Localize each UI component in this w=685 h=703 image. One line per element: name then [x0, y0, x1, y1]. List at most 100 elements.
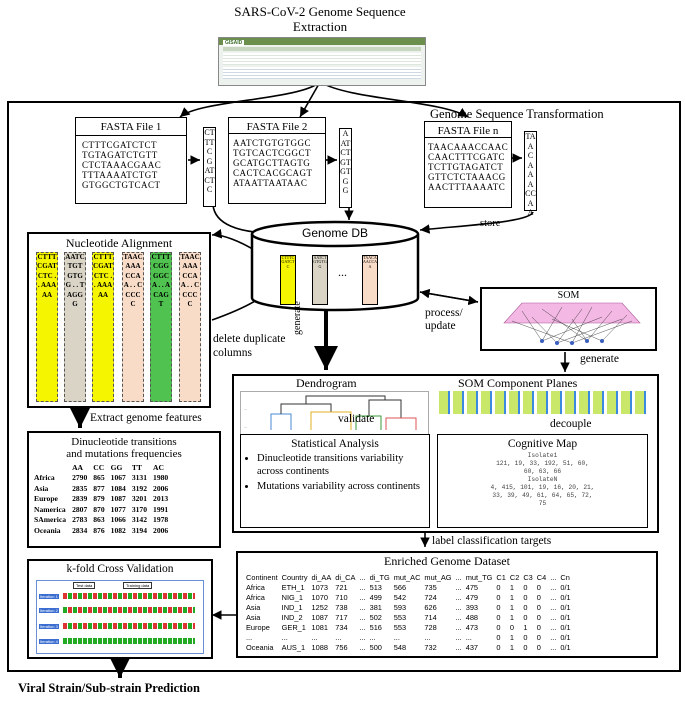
arrow-to-file2: [299, 81, 321, 118]
seq-line: TGTCACTCGGCT: [233, 148, 311, 158]
generate-vertical-label: generate: [292, 301, 303, 335]
gisaid-screenshot: GISAID: [218, 37, 426, 86]
db-column-2: AATCTGTGTGG: [312, 255, 328, 305]
process-label-line2: update: [425, 320, 456, 332]
seq-line: AACTTTAAAATC: [428, 182, 506, 192]
seq-line: GTGGCTGTCACT: [82, 180, 161, 190]
fasta-file-n: FASTA File n TAACAAACCAAC CAACTTTCGATC T…: [424, 121, 512, 208]
svg-text:—: —: [243, 407, 248, 411]
seq-line: TAACAAACCAAC: [428, 142, 509, 152]
transformation-title: Genome Sequence Transformation: [430, 107, 604, 121]
kfold-iteration: Iteration 2: [39, 608, 59, 613]
dinucleotide-title-line2: and mutations frequencies: [66, 448, 182, 460]
dendrogram-title: Dendrogram: [296, 376, 357, 390]
kfold-iteration: Iteration 4: [39, 639, 59, 644]
statistical-title: Statistical Analysis: [291, 438, 379, 450]
seq-line: TGTAGATCTGTT: [82, 150, 158, 160]
process-update-label: process/ update: [425, 307, 463, 333]
cogmap-line: 75: [538, 500, 547, 507]
dinucleotide-panel: Dinucleotide transitions and mutations f…: [27, 431, 221, 548]
cogmap-line: IsolateN: [527, 476, 558, 483]
prediction-label: Viral Strain/Sub-strain Prediction: [18, 681, 200, 695]
enriched-title: Enriched Genome Dataset: [384, 554, 510, 568]
dn-header: CC: [93, 462, 105, 472]
alignment-col-6: TAACAAACCAA . . CCCCC: [179, 252, 201, 402]
cognitive-map-title: Cognitive Map: [507, 438, 578, 450]
alignment-panel: Nucleotide Alignment CTTTCGATCTC . . AAA…: [27, 232, 211, 408]
seq-line: GCATGCTTAGTG: [233, 158, 311, 168]
statistical-bullet: Mutations variability across continents: [257, 481, 429, 494]
cogmap-line: 60, 63, 66: [523, 468, 562, 475]
fasta-file-1: FASTA File 1 CTTTCGATCTCT TGTAGATCTGTT C…: [75, 117, 187, 204]
filen-column: TAACAAACCAA: [524, 131, 537, 217]
delete-label-line1: delete duplicate: [213, 333, 286, 345]
alignment-col-3: CTTTCGATCTC . . AAAAA: [92, 252, 114, 402]
label-targets: label classification targets: [432, 535, 552, 547]
fasta-file-n-title: FASTA File n: [437, 125, 499, 137]
statistical-bullet: Dinucleotide transitions variability acr…: [257, 453, 429, 478]
fasta-file-2: FASTA File 2 AATCTGTGTGGC TGTCACTCGGCT G…: [228, 117, 326, 204]
seq-line: ATAATTAATAAC: [233, 178, 308, 188]
decouple-label: decouple: [550, 418, 592, 430]
genome-db-cylinder: Genome DB CTTTCGATCTC AATCTGTGTGG ... TA…: [250, 220, 420, 312]
statistical-panel: Statistical Analysis Dinucleotide transi…: [240, 434, 430, 528]
file2-column: AATCTGTGTGG: [339, 128, 352, 208]
alignment-title: Nucleotide Alignment: [65, 236, 173, 250]
delete-label-line2: columns: [213, 347, 252, 359]
fasta-file-2-title: FASTA File 2: [246, 121, 308, 133]
seq-line: CTCTAAACGAAC: [82, 160, 162, 170]
delete-duplicate-label: delete duplicate columns: [213, 332, 285, 360]
kfold-test-label: Test data: [73, 582, 96, 589]
store-label: store: [480, 218, 501, 229]
fasta-file-1-title: FASTA File 1: [76, 121, 186, 136]
gisaid-logo: GISAID: [223, 40, 245, 46]
cogmap-line: 4, 415, 101, 19, 16, 20, 21,: [490, 484, 595, 491]
cogmap-line: Isolate1: [527, 452, 558, 459]
dendrogram-image: ——: [240, 391, 429, 438]
dn-header: GG: [110, 462, 123, 472]
som-generate-label: generate: [580, 353, 619, 365]
seq-line: CACTCACGCAGT: [233, 168, 313, 178]
som-network-graphic: [503, 302, 641, 345]
som-planes-image: [439, 391, 647, 414]
alignment-col-1: CTTTCGATCTC . . AAAAA: [36, 252, 58, 402]
db-ellipsis: ...: [338, 265, 347, 279]
seq-line: TCTTGTAGATCT: [428, 162, 504, 172]
som-planes-title: SOM Component Planes: [458, 376, 578, 390]
db-column-1: CTTTCGATCTC: [280, 255, 296, 305]
dn-header: AA: [72, 462, 84, 472]
cognitive-map-panel: Cognitive Map Isolate1 121, 19, 33, 192,…: [437, 434, 648, 528]
kfold-iteration: Iteration 1: [39, 594, 59, 599]
svg-text:—: —: [243, 425, 248, 429]
seq-line: CTTTCGATCTCT: [82, 140, 157, 150]
cogmap-line: 121, 19, 33, 192, 51, 60,: [496, 460, 589, 467]
page-title: SARS-CoV-2 Genome Sequence Extraction: [180, 4, 460, 34]
db-column-n: TAACAAACCAA: [362, 255, 378, 305]
validate-label: validate: [338, 413, 375, 425]
kfold-iteration: Iteration 3: [39, 624, 59, 629]
seq-line: GTTCTCTAAACG: [428, 172, 506, 182]
kfold-train-label: Training data: [123, 582, 153, 589]
dn-header: TT: [131, 462, 142, 472]
dn-header: AC: [153, 462, 164, 472]
som-title: SOM: [557, 290, 580, 301]
main-frame: [7, 101, 681, 672]
dn-header: [31, 462, 69, 473]
arrow-to-file1: [179, 81, 321, 118]
seq-line: AATCTGTGTGGC: [233, 138, 311, 148]
